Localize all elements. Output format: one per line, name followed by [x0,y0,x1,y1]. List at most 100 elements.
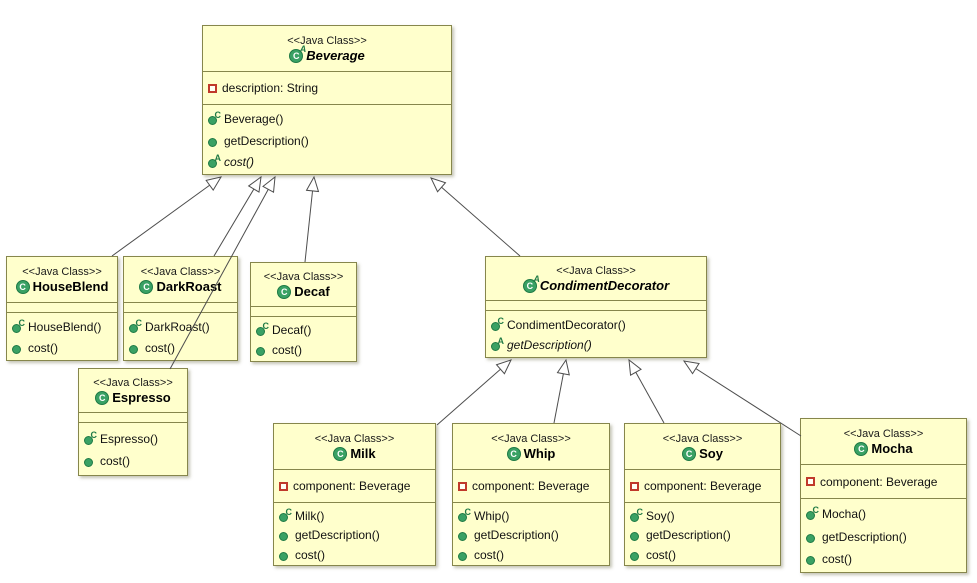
class-name: HouseBlend [32,278,109,294]
generalization-edge-darkroast-to-beverage[interactable] [213,175,262,257]
method-row: cost() [12,341,117,355]
class-icon-letter: C [95,390,110,405]
stereotype-label: <<Java Class>> [491,432,571,445]
method-visibility-dot [129,324,138,333]
method-label: cost() [295,547,325,562]
abstract-modifier-letter: A [299,43,307,54]
stereotype-label: <<Java Class>> [314,432,395,445]
generalization-edge-condimentdecorator-to-beverage[interactable] [430,177,521,257]
method-label: cost() [100,454,130,469]
public-method-icon [256,343,269,357]
class-name: Milk [350,445,376,461]
method-row: getDescription() [208,134,451,148]
method-label: getDescription() [507,338,592,353]
generalization-edge-decaf-to-beverage[interactable] [304,175,320,263]
method-row: cost() [279,548,435,562]
stereotype-label: <<Java Class>> [140,265,221,278]
method-visibility-dot [630,551,639,561]
method-label: cost() [145,341,175,355]
method-label: Whip() [474,508,510,523]
method-visibility-dot [630,512,639,522]
private-field-icon [279,481,288,491]
class-icon: C [854,441,869,456]
class-icon: C [95,390,110,405]
method-label: Soy() [646,508,675,523]
public-method-icon [806,552,819,566]
constructor-icon: C [806,505,820,521]
method-modifier-letter: C [214,110,222,121]
constructor-icon: C [129,318,143,334]
fields-compartment [7,303,117,312]
generalization-edge-milk-to-condimentdecorator[interactable] [436,359,512,426]
method-visibility-dot [279,551,288,561]
public-method-icon [630,548,643,562]
constructor-icon: C [630,507,643,523]
method-label: cost() [272,343,302,357]
class-icon: C [139,279,154,294]
method-modifier-letter: C [262,321,270,331]
constructor-icon: C [279,507,292,523]
method-modifier-letter: C [812,505,820,516]
fields-compartment: component: Beverage [274,470,435,502]
private-field-icon [806,477,815,486]
field-row: component: Beverage [279,479,435,493]
class-icon-letter: C [682,446,697,461]
generalization-edge-soy-to-condimentdecorator[interactable] [628,358,665,424]
method-label: getDescription() [224,133,309,148]
fields-compartment [124,303,237,312]
stereotype-label: <<Java Class>> [556,264,636,277]
generalization-edge-whip-to-condimentdecorator[interactable] [553,358,570,424]
constructor-icon: C [84,429,98,446]
class-name: Soy [699,445,723,461]
field-label: component: Beverage [472,479,590,493]
constructor-icon: C [256,321,270,337]
method-label: Milk() [295,508,325,523]
method-modifier-letter: A [214,152,222,163]
method-row: cost() [256,343,356,357]
method-visibility-dot [84,458,93,468]
method-visibility-dot [279,512,288,522]
method-row: cost() [129,341,237,355]
method-visibility-dot [458,532,467,541]
public-method-icon [458,528,471,542]
method-visibility-dot [630,532,639,541]
method-modifier-letter: C [90,429,98,440]
method-label: Espresso() [100,431,159,446]
public-method-icon [279,528,292,542]
class-icon-letter: C [139,279,154,294]
field-row: component: Beverage [806,475,966,489]
generalization-edge-houseblend-to-beverage[interactable] [111,176,223,257]
method-label: cost() [646,547,676,562]
fields-compartment: component: Beverage [453,470,609,502]
method-visibility-dot [458,551,467,561]
method-modifier-letter: C [135,318,143,328]
method-visibility-dot [491,321,500,331]
